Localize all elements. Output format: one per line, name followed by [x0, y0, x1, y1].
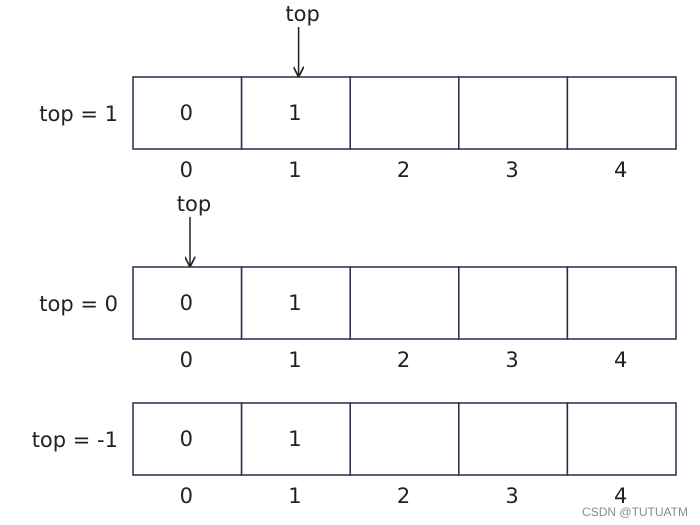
stack-row: top = 1 0 1 0 1 2 3 4 top	[39, 2, 677, 182]
index-label: 4	[614, 484, 627, 508]
index-label: 2	[397, 348, 410, 372]
index-label: 1	[288, 348, 301, 372]
cell-value: 1	[288, 427, 301, 451]
array-cell	[132, 76, 243, 150]
index-label: 0	[180, 158, 193, 182]
index-label: 4	[614, 348, 627, 372]
cell-value: 0	[180, 101, 193, 125]
index-label: 0	[180, 484, 193, 508]
array-cell	[566, 266, 677, 340]
index-label: 2	[397, 484, 410, 508]
array-cell	[566, 76, 677, 150]
index-label: 3	[505, 348, 518, 372]
cell-value: 1	[288, 101, 301, 125]
index-label: 3	[505, 484, 518, 508]
array-cell	[566, 402, 677, 476]
watermark: CSDN @TUTUATM	[582, 505, 688, 519]
index-label: 0	[180, 348, 193, 372]
array-cell	[458, 266, 569, 340]
row-label: top = 1	[39, 102, 118, 126]
pointer-label: top	[285, 2, 319, 26]
index-label: 4	[614, 158, 627, 182]
array-cell	[349, 76, 460, 150]
array-cell	[458, 76, 569, 150]
cell-value: 0	[180, 427, 193, 451]
cell-value: 0	[180, 291, 193, 315]
array-cell	[349, 402, 460, 476]
index-label: 1	[288, 484, 301, 508]
array-cell	[240, 76, 351, 150]
array-cell	[240, 402, 351, 476]
index-label: 3	[505, 158, 518, 182]
index-label: 1	[288, 158, 301, 182]
array-cell	[458, 402, 569, 476]
pointer-label: top	[177, 192, 211, 216]
index-label: 2	[397, 158, 410, 182]
array-cell	[349, 266, 460, 340]
cell-value: 1	[288, 291, 301, 315]
stack-row: top = -1 0 1 0 1 2 3 4	[32, 402, 677, 508]
stack-row: top = 0 0 1 0 1 2 3 4 top	[39, 192, 677, 372]
row-label: top = -1	[32, 428, 118, 452]
row-label: top = 0	[39, 292, 118, 316]
